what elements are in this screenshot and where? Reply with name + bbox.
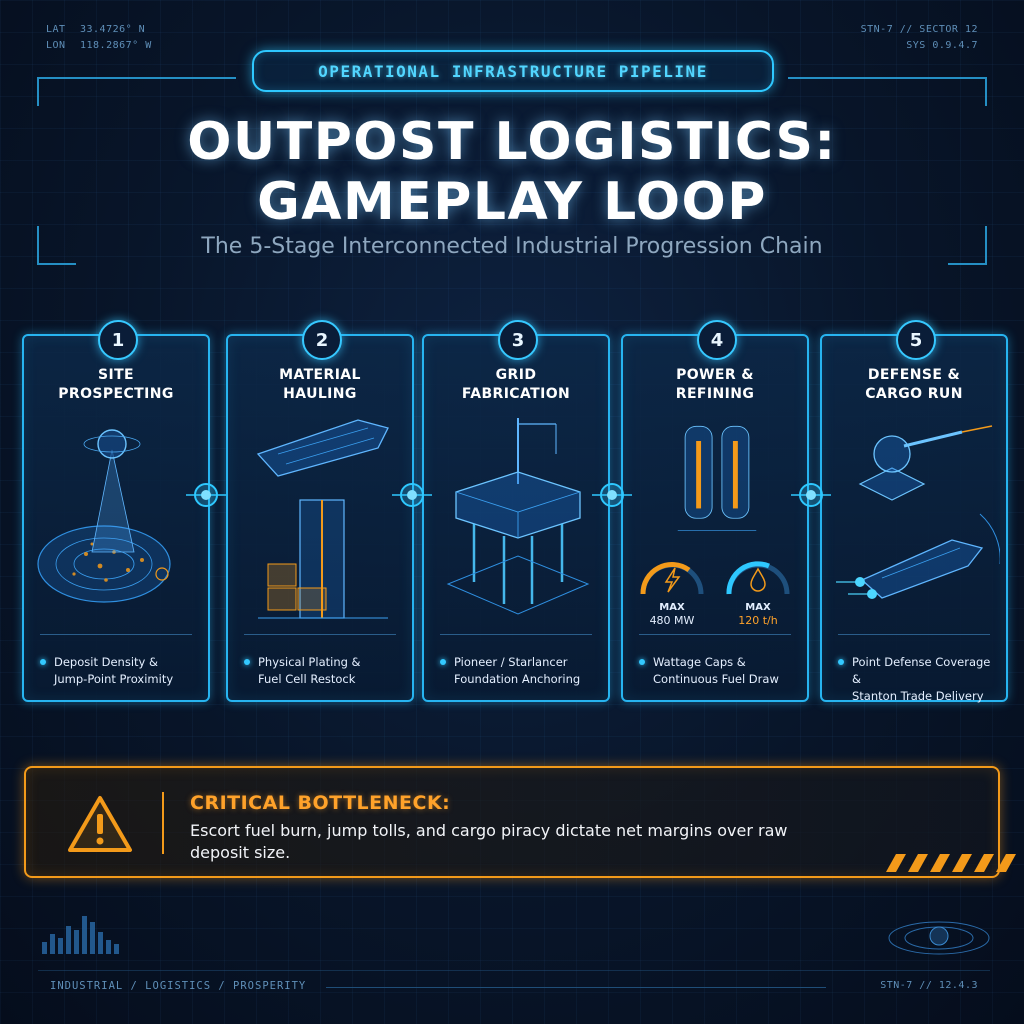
fuel-drop-icon	[726, 561, 790, 595]
alert-divider	[162, 792, 164, 854]
stage-divider	[838, 634, 990, 635]
header-frame	[37, 77, 987, 265]
stage-number: 3	[498, 320, 538, 360]
stage-number: 5	[896, 320, 936, 360]
alert-body: Escort fuel burn, jump tolls, and cargo …	[190, 821, 788, 862]
bullet-icon	[838, 659, 844, 665]
stage-description: Physical Plating &Fuel Cell Restock	[244, 654, 404, 688]
gauge-max-power: MAX 480 MW	[637, 552, 707, 627]
bar-graph-icon	[42, 916, 119, 954]
flow-connector-4-5	[791, 483, 831, 507]
orbit-icon	[888, 921, 990, 955]
flow-connector-1-2	[186, 483, 226, 507]
flow-connector-2-3	[392, 483, 432, 507]
critical-bottleneck-alert: CRITICAL BOTTLENECK: Escort fuel burn, j…	[24, 766, 1016, 878]
hazard-stripes	[886, 854, 1016, 872]
page-subtitle: The 5-Stage Interconnected Industrial Pr…	[201, 234, 823, 259]
stage-description: Point Defense Coverage &Stanton Trade De…	[838, 654, 998, 705]
footer-line	[326, 987, 826, 988]
bullet-icon	[440, 659, 446, 665]
stage-number: 4	[697, 320, 737, 360]
stage-divider	[440, 634, 592, 635]
gauge-max-throughput: MAX 120 t/h	[723, 552, 793, 627]
stage-number: 1	[98, 320, 138, 360]
bullet-icon	[40, 659, 46, 665]
bullet-icon	[639, 659, 645, 665]
lightning-icon	[640, 562, 704, 595]
footer-rule	[38, 970, 990, 971]
fabrication-platform-icon	[446, 418, 590, 615]
stage-description: Deposit Density &Jump-Point Proximity	[40, 654, 200, 688]
flow-connector-3-4	[592, 483, 632, 507]
alert-title: CRITICAL BOTTLENECK:	[190, 792, 451, 814]
stage-divider	[40, 634, 192, 635]
refinery-tanks-icon	[677, 425, 757, 531]
stage-number: 2	[302, 320, 342, 360]
stage-card-5: 5 DEFENSE &CARGO RUN Point Defense Cover…	[820, 320, 1008, 705]
bullet-icon	[244, 659, 250, 665]
stage-description: Wattage Caps &Continuous Fuel Draw	[639, 654, 799, 688]
defense-turret-ship-icon	[836, 425, 1000, 599]
stage-title: DEFENSE &CARGO RUN	[865, 367, 963, 402]
station-readout: STN-7 // SECTOR 12 SYS 0.9.4.7	[860, 24, 978, 51]
stage-divider	[244, 634, 396, 635]
page-title: OUTPOST LOGISTICS: GAMEPLAY LOOP	[187, 112, 837, 232]
stage-card-4: 4 POWER &REFINING MAX 480 MW MAX 120 t/h	[621, 320, 809, 702]
footer-version: STN-7 // 12.4.3	[880, 980, 978, 991]
footer-tagline: INDUSTRIAL / LOGISTICS / PROSPERITY	[50, 980, 307, 992]
pipeline-badge: OPERATIONAL INFRASTRUCTURE PIPELINE	[252, 50, 774, 92]
hauler-ship-icon	[256, 419, 389, 619]
stage-divider	[639, 634, 791, 635]
prospecting-scanner-icon	[37, 429, 171, 603]
warning-triangle-icon	[68, 796, 132, 852]
stage-title: POWER &REFINING	[675, 367, 755, 402]
